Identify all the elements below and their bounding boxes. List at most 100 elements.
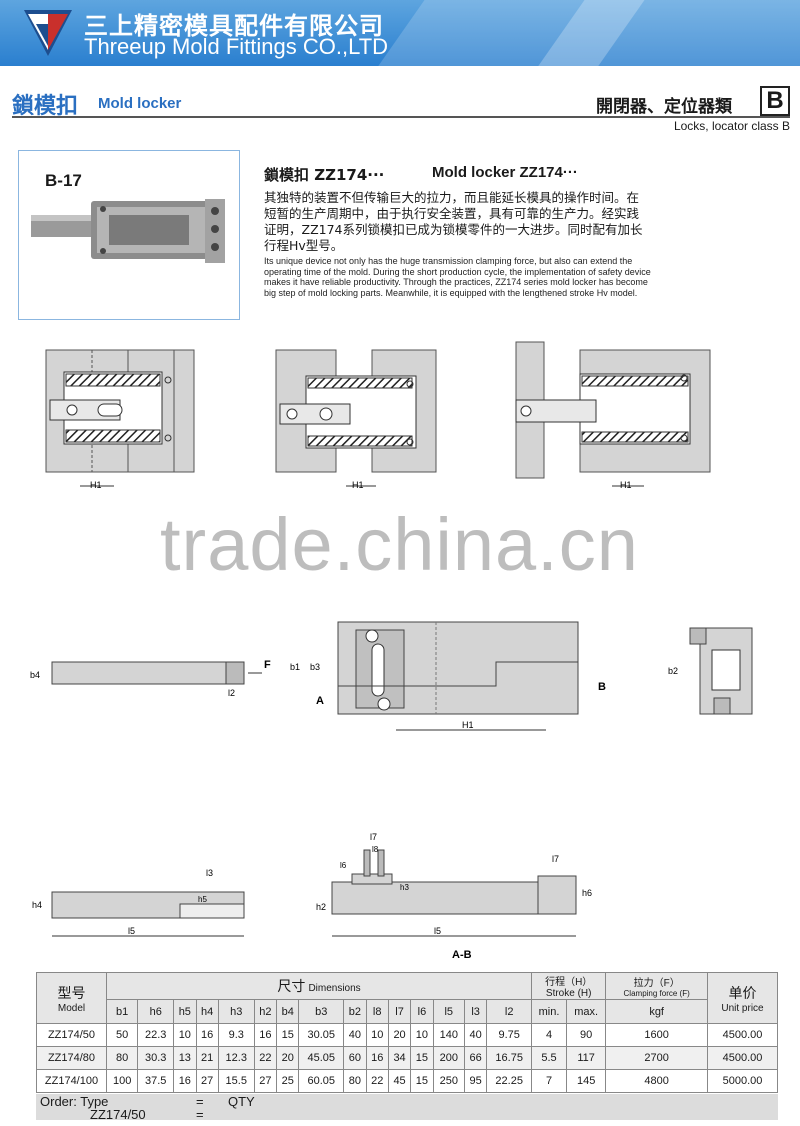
drawing-plan-view: H1 b1 b3 A B [290,621,606,731]
section-label-ab: A-B [452,949,472,960]
value-cell: 16 [195,1023,219,1047]
column-header: l2 [486,999,533,1024]
value-cell: 250 [432,1069,465,1093]
value-cell: 22.25 [486,1069,533,1093]
page-title-en: Mold locker [98,95,182,112]
order-example: Order: Type = QTY ZZ174/50 = [36,1094,778,1122]
order-equals-2: = [196,1107,204,1122]
company-name-en: Threeup Mold Fittings CO.,LTD [84,34,389,59]
drawing-bar-front: h4 l3 h5 l5 [32,868,245,937]
dim-label-h6: h6 [582,888,592,898]
value-cell: 9.3 [217,1023,255,1047]
value-cell: 21 [195,1046,219,1070]
force-header: 拉力（F）Clamping force (F) [605,972,708,1000]
header-banner: 三上精密模具配件有限公司 Threeup Mold Fittings CO.,L… [0,0,800,66]
value-cell: 16 [173,1069,197,1093]
column-header: l3 [463,999,488,1024]
class-title-cn: 開閉器、定位器類 [596,97,732,117]
column-header: h3 [217,999,255,1024]
value-cell: 95 [463,1069,488,1093]
order-example-model: ZZ174/50 [90,1107,146,1122]
value-cell: 4 [531,1023,567,1047]
value-cell: 7 [531,1069,567,1093]
value-cell: 80 [105,1046,139,1070]
dim-label-l6: l6 [340,861,347,870]
column-header: max. [565,999,607,1024]
watermark-text: trade.china.cn [160,503,639,586]
value-cell: 40 [343,1023,367,1047]
order-label: Order: Type [40,1094,109,1109]
dim-label-l5-b: l5 [434,926,441,936]
dimension-drawings: b4 F l2 H1 b1 b3 A B b2 h4 l3 h5 l5 [30,621,753,960]
model-cell: ZZ174/100 [36,1069,107,1093]
value-cell: 16 [253,1023,278,1047]
dim-label-h2: h2 [316,902,326,912]
value-cell: 60 [343,1046,367,1070]
dim-label-h4: h4 [32,900,42,910]
product-code: B-17 [45,171,82,190]
model-cell: ZZ174/80 [36,1046,107,1070]
column-header: l6 [410,999,434,1024]
dim-label-h3: h3 [400,883,409,892]
value-cell: 34 [387,1046,412,1070]
value-cell: 13 [173,1046,197,1070]
column-header: b4 [276,999,300,1024]
value-cell: 27 [253,1069,278,1093]
value-cell: 22.3 [137,1023,175,1047]
value-cell: 22 [253,1046,278,1070]
value-cell: 16.75 [486,1046,533,1070]
column-header: l7 [387,999,412,1024]
value-cell: 2700 [605,1046,708,1070]
value-cell: 80 [343,1069,367,1093]
column-header: h5 [173,999,197,1024]
value-cell: 50 [105,1023,139,1047]
column-header: l8 [365,999,389,1024]
value-cell: 45.05 [298,1046,345,1070]
dimensions-header: 尺寸 Dimensions [105,972,533,1000]
value-cell: 12.3 [217,1046,255,1070]
price-cell: 4500.00 [707,1046,778,1070]
page-title-cn: 鎖模扣 [12,94,79,119]
dim-label-b: B [598,681,606,693]
value-cell: 30.3 [137,1046,175,1070]
drawing-end-view: b2 [668,627,753,715]
value-cell: 1600 [605,1023,708,1047]
dim-label-a: A [316,695,324,707]
value-cell: 5.5 [531,1046,567,1070]
product-heading-en: Mold locker ZZ174··· [432,164,578,181]
price-cell: 5000.00 [707,1069,778,1093]
column-header: b3 [298,999,345,1024]
triangle-logo-icon [24,10,72,56]
company-name-cn: 三上精密模具配件有限公司 [84,12,384,40]
value-cell: 10 [365,1023,389,1047]
value-cell: 15.5 [217,1069,255,1093]
column-header: min. [531,999,567,1024]
value-cell: 140 [432,1023,465,1047]
value-cell: 200 [432,1046,465,1070]
dim-label-l2: l2 [228,688,235,698]
value-cell: 15 [410,1069,434,1093]
value-cell: 25 [276,1069,300,1093]
dim-label-h1-3: H1 [620,480,632,490]
column-header: l5 [432,999,465,1024]
operation-diagrams: H1 H1 H1 [45,341,711,490]
value-cell: 27 [195,1069,219,1093]
product-photo [31,199,225,263]
class-title-en: Locks, locator class B [673,119,790,133]
value-cell: 60.05 [298,1069,345,1093]
column-header: h2 [253,999,278,1024]
dim-label-b3: b3 [310,662,320,672]
dim-label-h1-2: H1 [352,480,364,490]
dim-label-l5-a: l5 [128,926,135,936]
value-cell: 145 [565,1069,607,1093]
product-photo-box: B-17 [18,150,240,320]
dim-label-b2: b2 [668,666,678,676]
value-cell: 10 [173,1023,197,1047]
diagram-closed-state: H1 [45,349,195,490]
dim-label-l7-a: l7 [370,832,377,842]
